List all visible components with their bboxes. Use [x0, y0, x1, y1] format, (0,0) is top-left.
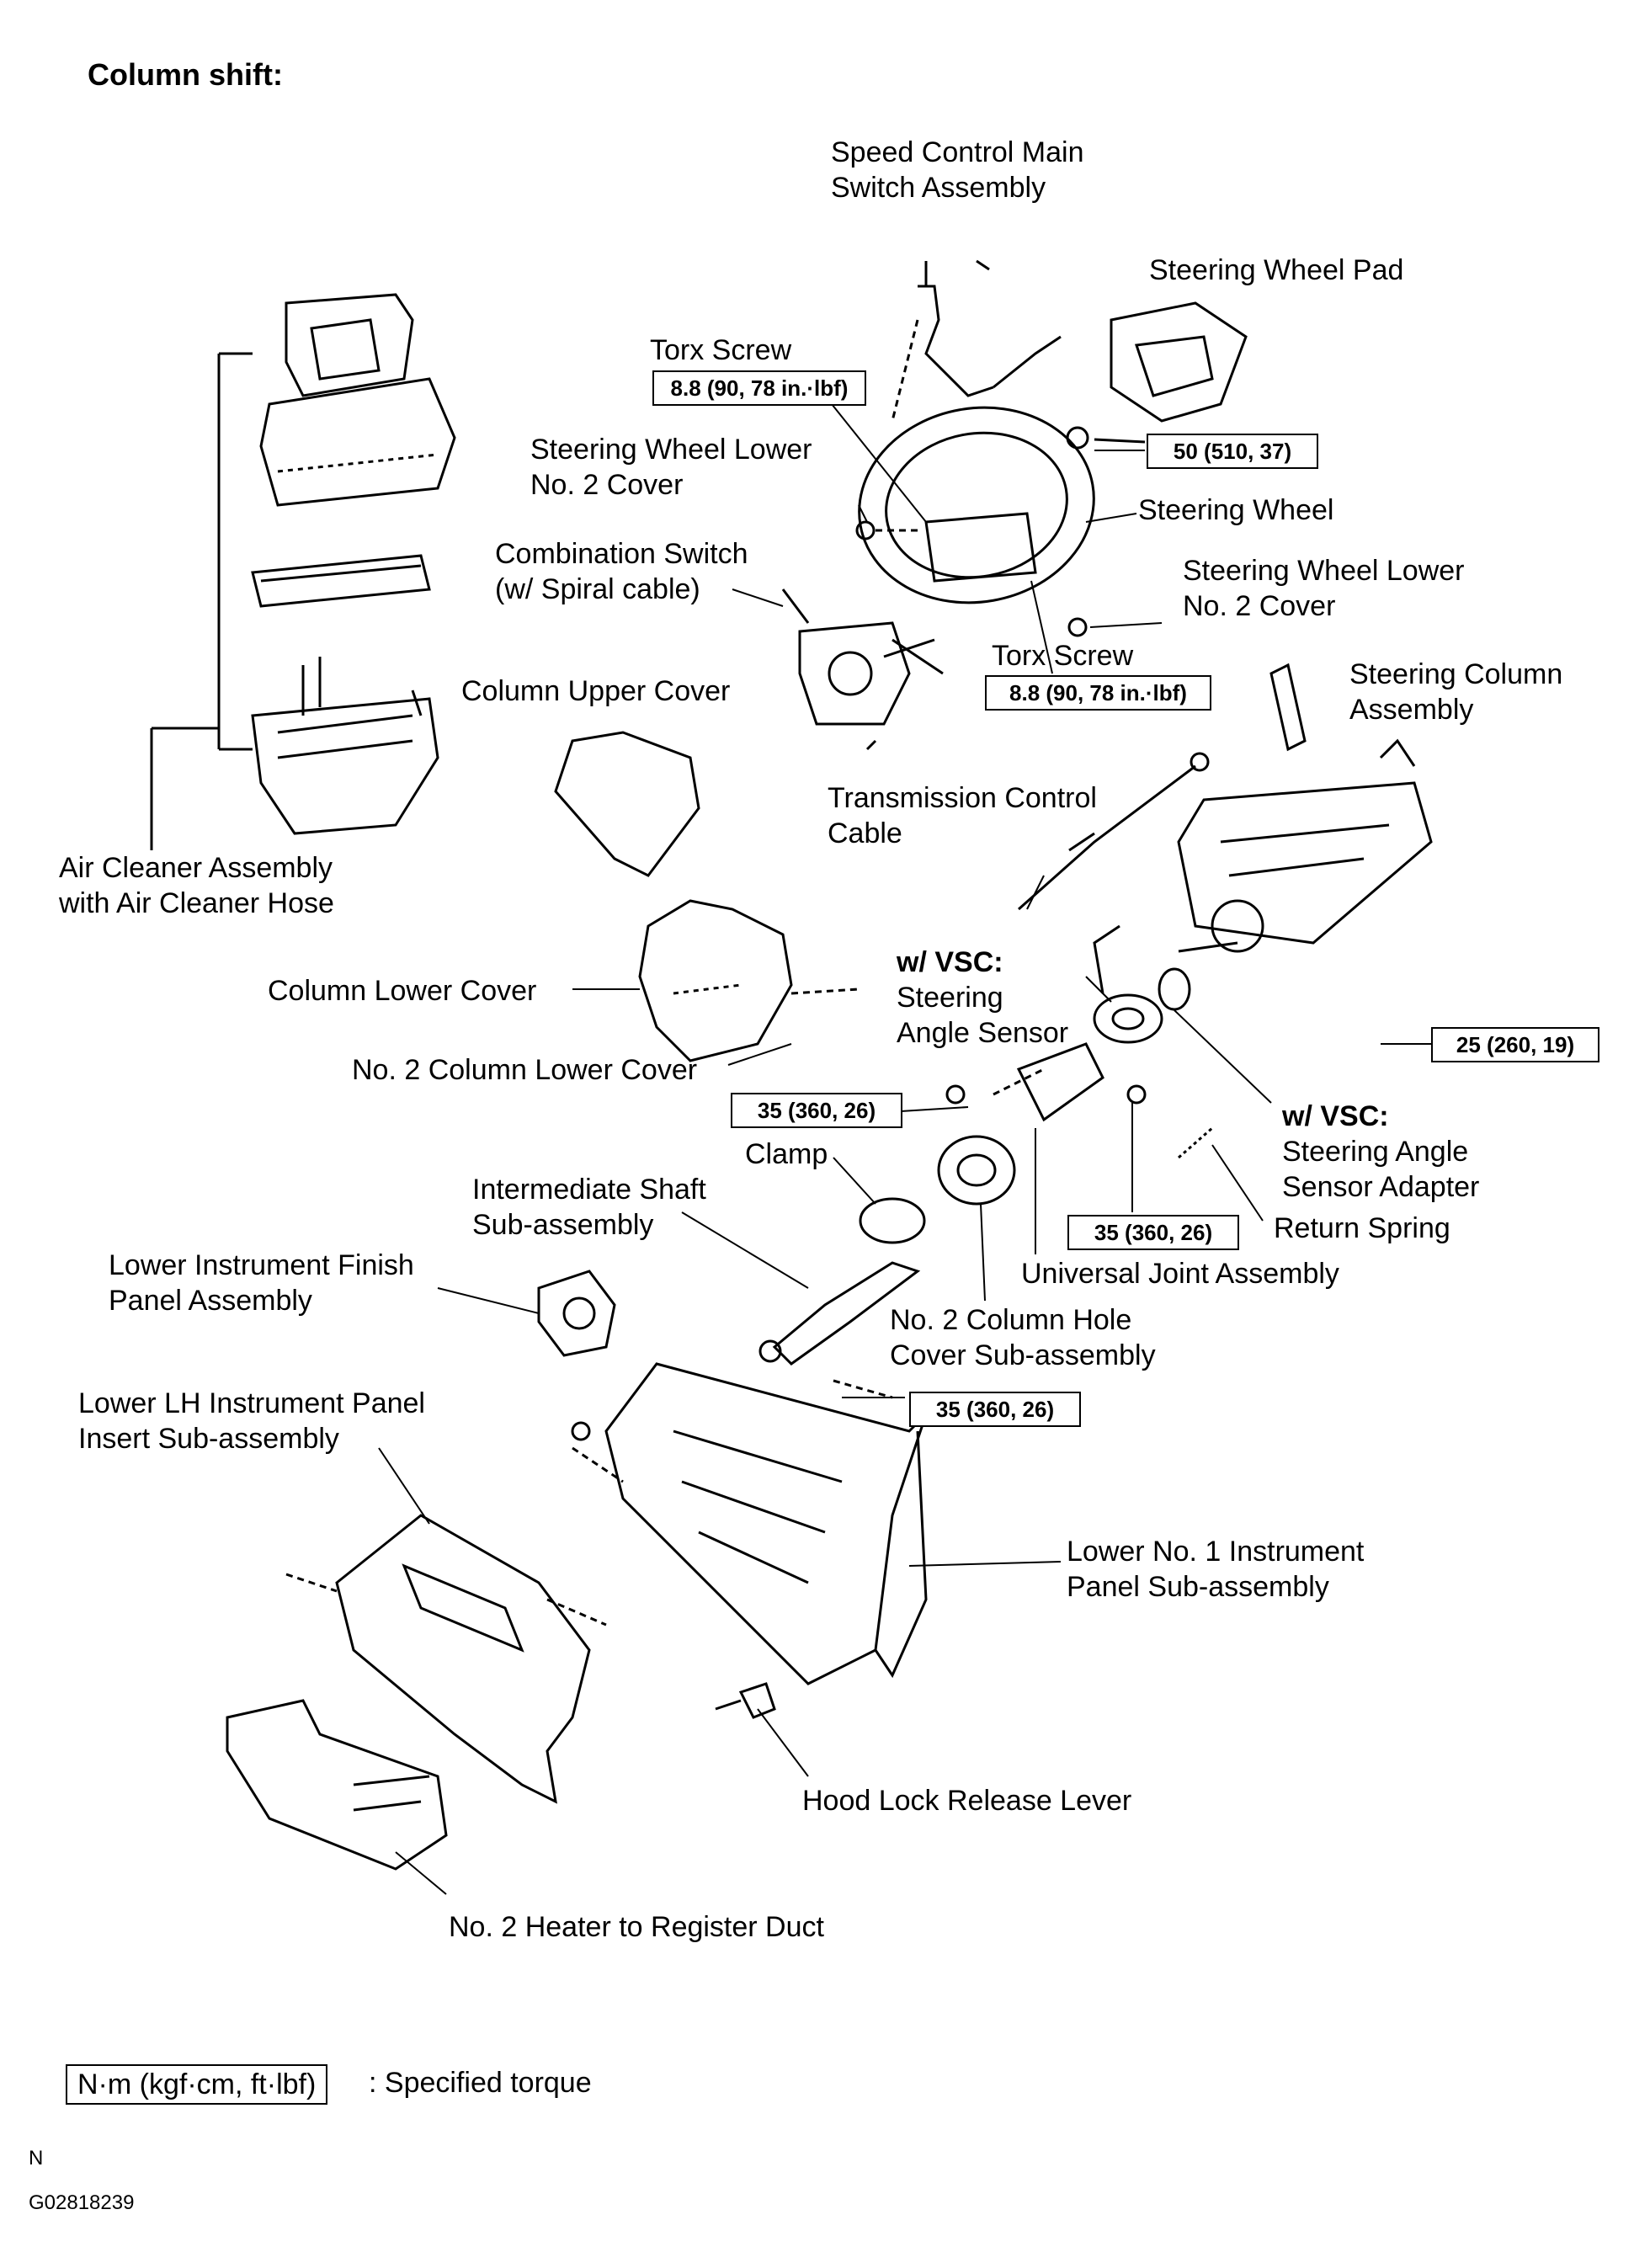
label-wheel-lower-cover-right: Steering Wheel Lower No. 2 Cover	[1183, 553, 1465, 624]
label-line: Sensor Adapter	[1282, 1171, 1480, 1203]
label-column-lower-cover: Column Lower Cover	[268, 975, 537, 1007]
torque-torx-lower: 8.8 (90, 78 in.·lbf)	[985, 675, 1211, 711]
footer-n: N	[29, 2147, 44, 2170]
label-line: Cover Sub-assembly	[890, 1339, 1156, 1371]
label-steering-column: Steering Column Assembly	[1349, 657, 1562, 727]
steering-angle-sensor-illustration	[1093, 924, 1191, 1044]
label-line: Cable	[828, 817, 902, 849]
label-line: Insert Sub-assembly	[78, 1423, 339, 1455]
legend-torque-text: : Specified torque	[369, 2067, 592, 2099]
column-lower-cover-illustration	[638, 899, 860, 1062]
torque-wheel-nut: 50 (510, 37)	[1147, 434, 1318, 469]
hood-lock-illustration	[715, 1682, 776, 1719]
footer-code: G02818239	[29, 2191, 135, 2214]
leader-lines	[378, 395, 1431, 1895]
label-line: with Air Cleaner Hose	[59, 887, 334, 919]
label-column-hole-cover: No. 2 Column Hole Cover Sub-assembly	[890, 1302, 1156, 1373]
label-line: Steering Wheel Lower	[1183, 555, 1465, 587]
label-line: Lower Instrument Finish	[109, 1249, 414, 1281]
label-line: No. 2 Cover	[1183, 590, 1336, 622]
label-speed-control-switch: Speed Control Main Switch Assembly	[831, 135, 1084, 205]
label-line: Steering Column	[1349, 658, 1563, 690]
label-line: Panel Assembly	[109, 1285, 312, 1317]
label-torx-screw-lower: Torx Screw	[992, 640, 1134, 672]
label-combination-switch: Combination Switch (w/ Spiral cable)	[495, 536, 748, 607]
label-line: Lower No. 1 Instrument	[1067, 1536, 1365, 1568]
torque-column-nuts: 25 (260, 19)	[1431, 1027, 1599, 1062]
label-line: Steering	[897, 982, 1003, 1014]
label-line: No. 2 Cover	[530, 469, 684, 501]
label-heater-duct: No. 2 Heater to Register Duct	[449, 1911, 824, 1943]
torque-shaft-bolt: 35 (360, 26)	[909, 1392, 1081, 1427]
speed-control-switch-illustration	[891, 259, 1062, 422]
label-torx-screw-upper: Torx Screw	[650, 334, 792, 366]
lower-no1-panel-illustration	[571, 1362, 928, 1685]
label-line: Intermediate Shaft	[472, 1174, 706, 1206]
column-upper-cover-illustration	[554, 731, 700, 877]
torque-joint-bolt-left: 35 (360, 26)	[731, 1093, 902, 1128]
label-lower-no1-panel: Lower No. 1 Instrument Panel Sub-assembl…	[1067, 1534, 1364, 1605]
intermediate-shaft-illustration	[758, 1261, 921, 1399]
label-line: Lower LH Instrument Panel	[78, 1387, 425, 1419]
label-line: Steering Wheel Lower	[530, 434, 812, 466]
label-line: No. 2 Column Hole	[890, 1304, 1132, 1336]
return-spring-illustration	[1178, 1126, 1213, 1159]
label-line: Steering Angle	[1282, 1136, 1469, 1168]
label-steering-wheel-pad: Steering Wheel Pad	[1149, 254, 1404, 286]
label-intermediate-shaft: Intermediate Shaft Sub-assembly	[472, 1172, 706, 1243]
label-column-upper-cover: Column Upper Cover	[461, 675, 731, 707]
heater-duct-illustration	[226, 1699, 448, 1871]
label-lower-finish-panel: Lower Instrument Finish Panel Assembly	[109, 1248, 414, 1318]
label-line: Angle Sensor	[897, 1017, 1069, 1049]
lower-lh-insert-illustration	[285, 1514, 607, 1804]
combination-switch-illustration	[781, 588, 944, 751]
steering-wheel-pad-illustration	[1066, 301, 1248, 450]
page-title: Column shift:	[88, 57, 283, 92]
lower-finish-panel-illustration	[537, 1270, 616, 1357]
torque-joint-bolt-right: 35 (360, 26)	[1067, 1215, 1239, 1250]
label-line: Assembly	[1349, 694, 1474, 726]
label-line: (w/ Spiral cable)	[495, 573, 700, 605]
label-air-cleaner: Air Cleaner Assembly with Air Cleaner Ho…	[59, 850, 334, 921]
label-line: Speed Control Main	[831, 136, 1084, 168]
label-no2-column-lower-cover: No. 2 Column Lower Cover	[352, 1054, 698, 1086]
steering-column-illustration	[1177, 663, 1433, 953]
label-transmission-cable: Transmission Control Cable	[828, 780, 1097, 851]
label-lower-lh-insert: Lower LH Instrument Panel Insert Sub-ass…	[78, 1386, 425, 1456]
transmission-cable-illustration	[1018, 752, 1210, 911]
label-sensor-adapter: w/ VSC: Steering Angle Sensor Adapter	[1282, 1099, 1479, 1205]
label-universal-joint: Universal Joint Assembly	[1021, 1258, 1339, 1290]
label-line: Panel Sub-assembly	[1067, 1571, 1329, 1603]
label-line: Combination Switch	[495, 538, 748, 570]
column-hole-cover-illustration	[937, 1135, 1016, 1206]
label-steering-wheel: Steering Wheel	[1138, 494, 1334, 526]
label-line: Sub-assembly	[472, 1209, 654, 1241]
label-wheel-lower-cover-left: Steering Wheel Lower No. 2 Cover	[530, 432, 812, 503]
label-return-spring: Return Spring	[1274, 1212, 1450, 1244]
label-vsc-prefix: w/ VSC:	[1282, 1100, 1389, 1132]
label-steering-angle-sensor: w/ VSC: Steering Angle Sensor	[897, 945, 1068, 1051]
legend-torque-box: N·m (kgf·cm, ft·lbf)	[66, 2064, 328, 2105]
label-hood-lock: Hood Lock Release Lever	[802, 1785, 1132, 1817]
label-line: Transmission Control	[828, 782, 1097, 814]
label-line: Switch Assembly	[831, 172, 1046, 204]
steering-wheel-illustration	[855, 406, 1095, 637]
label-clamp: Clamp	[745, 1138, 828, 1170]
air-cleaner-illustration	[150, 293, 456, 850]
clamp-illustration	[859, 1197, 926, 1244]
label-line: Air Cleaner Assembly	[59, 852, 333, 884]
universal-joint-illustration	[945, 1042, 1147, 1122]
label-vsc-prefix: w/ VSC:	[897, 946, 1003, 978]
torque-torx-upper: 8.8 (90, 78 in.·lbf)	[652, 370, 866, 406]
